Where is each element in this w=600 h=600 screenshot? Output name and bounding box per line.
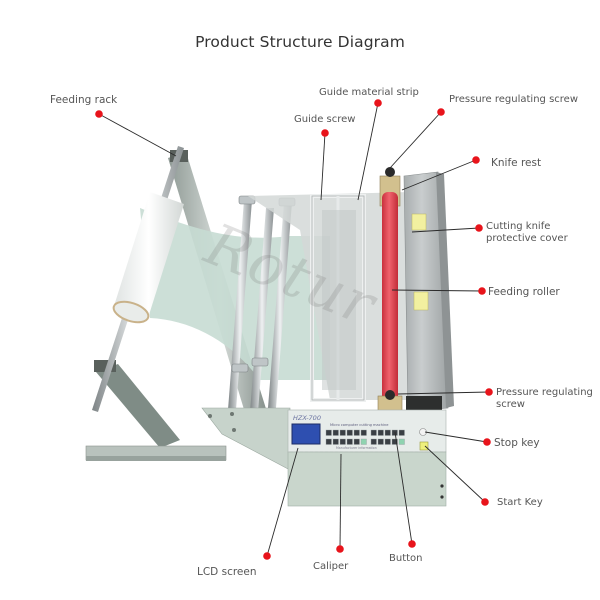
label-stop-key: Stop key xyxy=(494,437,540,449)
leader-pressure-screw-bottom xyxy=(397,391,490,395)
feeding-roller xyxy=(377,167,403,415)
control-box-body xyxy=(287,451,447,507)
label-feeding-rack: Feeding rack xyxy=(50,94,118,106)
rod-collar xyxy=(231,363,249,373)
keypad-button xyxy=(370,429,377,436)
guide-rod-3 xyxy=(268,202,292,408)
leader-start-key xyxy=(424,445,486,503)
dot-guide-material-strip xyxy=(374,99,382,107)
leader-knife-rest xyxy=(401,159,477,191)
keypad-button xyxy=(332,438,339,445)
material-roll xyxy=(112,192,184,324)
rack-front-leg xyxy=(96,364,180,448)
keypad-button xyxy=(391,438,398,445)
label-feeding-roller: Feeding roller xyxy=(488,286,560,298)
roll-end xyxy=(112,300,150,324)
red-roller xyxy=(382,192,398,404)
keypad-button xyxy=(353,429,360,436)
label-caliper: Caliper xyxy=(313,561,349,572)
label-guide-material-strip: Guide material strip xyxy=(319,87,419,98)
leader-caliper xyxy=(339,453,342,550)
roll-body xyxy=(114,192,184,318)
dot-start-key xyxy=(481,498,489,506)
dot-lcd-screen xyxy=(263,552,271,560)
warning-sticker xyxy=(413,291,429,311)
cover-base xyxy=(406,396,442,412)
dot-caliper xyxy=(336,545,344,553)
pressure-screw-top xyxy=(385,167,395,177)
keypad-button xyxy=(360,429,367,436)
dot-pressure-screw-bottom xyxy=(485,388,493,396)
label-button: Button xyxy=(389,553,423,564)
leader-feeding-roller xyxy=(391,289,483,292)
rack-base-shadow xyxy=(86,456,226,461)
leader-pressure-screw-top xyxy=(389,111,442,169)
knife-cover xyxy=(403,171,454,413)
guide-rod-1 xyxy=(228,200,252,410)
label-cutting-knife-protective-cover: Cutting knife protective cover xyxy=(486,221,568,244)
label-pressure-screw-top: Pressure regulating screw xyxy=(449,94,579,105)
leader-lines xyxy=(98,102,490,557)
dot-feeding-roller xyxy=(478,287,486,295)
keypad-button xyxy=(377,429,384,436)
dot-knife-rest xyxy=(472,156,480,164)
keypad-button xyxy=(325,438,332,445)
label-knife-rest: Knife rest xyxy=(491,157,542,169)
keypad-button xyxy=(325,429,332,436)
control-box xyxy=(287,409,447,507)
dot-knife-cover xyxy=(475,224,483,232)
leader-feeding-rack xyxy=(98,113,177,157)
keypad-button xyxy=(360,438,367,445)
leader-button xyxy=(394,431,413,545)
keypad-button xyxy=(346,429,353,436)
diagram-title: Product Structure Diagram xyxy=(195,33,405,51)
keypad-button xyxy=(398,438,405,445)
manufacturer-line: Manufacturer information xyxy=(336,446,377,450)
model-number: HZX-700 xyxy=(293,414,321,422)
keypad-button xyxy=(353,438,360,445)
keypad-button xyxy=(398,429,405,436)
leader-stop-key xyxy=(424,431,488,443)
dot-pressure-screw-top xyxy=(437,108,445,116)
dot-guide-screw xyxy=(321,129,329,137)
label-pressure-screw-bottom: Pressure regulating screw xyxy=(496,387,593,410)
start-key-shape xyxy=(419,441,429,451)
leader-lcd-screen xyxy=(266,447,299,557)
rod-collar xyxy=(251,357,269,367)
keypad-button xyxy=(384,438,391,445)
feed-table xyxy=(248,192,410,402)
keypad-button xyxy=(377,438,384,445)
leader-knife-cover xyxy=(411,227,480,233)
keypad-button xyxy=(346,438,353,445)
callout-dots xyxy=(95,99,493,560)
dot-stop-key xyxy=(483,438,491,446)
keypad-button xyxy=(370,438,377,445)
leader-guide-screw xyxy=(320,132,326,201)
label-lcd-screen: LCD screen xyxy=(197,566,257,578)
pressure-screw-bottom xyxy=(385,390,395,400)
warning-sticker xyxy=(411,213,427,231)
dot-button xyxy=(408,540,416,548)
label-start-key: Start Key xyxy=(497,497,543,508)
keypad-button xyxy=(339,429,346,436)
keypad-button xyxy=(339,438,346,445)
lcd-display xyxy=(291,423,321,445)
keypad-button xyxy=(384,429,391,436)
keypad-button xyxy=(332,429,339,436)
cover-side xyxy=(436,172,454,408)
panel-title: Micro computer cutting machine xyxy=(330,423,389,427)
dot-feeding-rack xyxy=(95,110,103,118)
leader-guide-material-strip xyxy=(357,102,379,201)
label-guide-screw: Guide screw xyxy=(294,114,356,125)
